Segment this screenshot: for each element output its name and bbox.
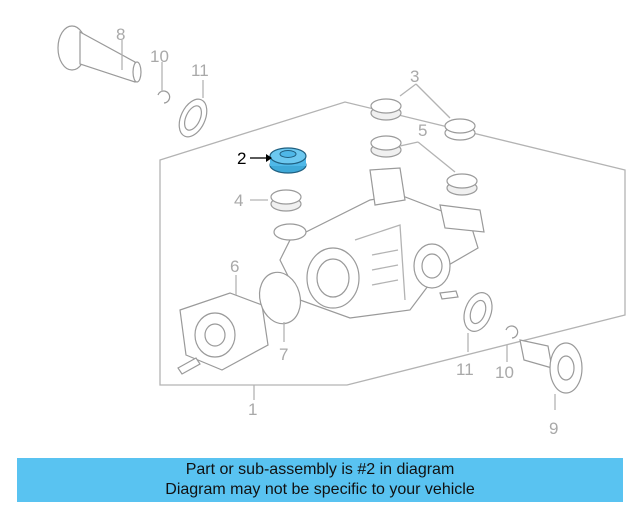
callout-5: 5: [418, 121, 427, 140]
callout-1: 1: [248, 400, 257, 419]
part-8-shaft: [57, 25, 142, 83]
callout-11-bottom: 11: [456, 360, 474, 379]
callout-10-bottom: 10: [495, 363, 514, 382]
part-10-clip: [157, 90, 171, 104]
callout-11-top: 11: [191, 61, 209, 80]
part-2-mount-highlighted: [269, 147, 307, 174]
part-5-mount: [370, 135, 478, 196]
part-4-mount: [270, 189, 302, 212]
callout-8: 8: [116, 25, 125, 44]
callout-4: 4: [234, 191, 243, 210]
part-1-differential-housing: [273, 167, 485, 319]
part-bracket: [439, 290, 459, 300]
callout-3: 3: [410, 67, 419, 86]
callout-9: 9: [549, 419, 558, 438]
assembly-outline: [159, 101, 626, 386]
part-7-oring: [258, 271, 302, 325]
banner-line-1: Part or sub-assembly is #2 in diagram: [185, 461, 455, 478]
callout-10-top: 10: [150, 47, 169, 66]
banner-line-2: Diagram may not be specific to your vehi…: [165, 481, 475, 498]
callout-7: 7: [279, 345, 288, 364]
callout-6: 6: [230, 257, 239, 276]
part-9-flange: [519, 339, 583, 394]
part-6-cover: [177, 292, 269, 375]
part-3-mount: [370, 98, 476, 141]
parts-diagram: 8 10 11 2 3 5 4: [57, 25, 626, 438]
info-banner: Part or sub-assembly is #2 in diagram Di…: [17, 458, 623, 502]
part-10-clip-lower: [505, 325, 519, 339]
callout-2: 2: [237, 149, 246, 168]
